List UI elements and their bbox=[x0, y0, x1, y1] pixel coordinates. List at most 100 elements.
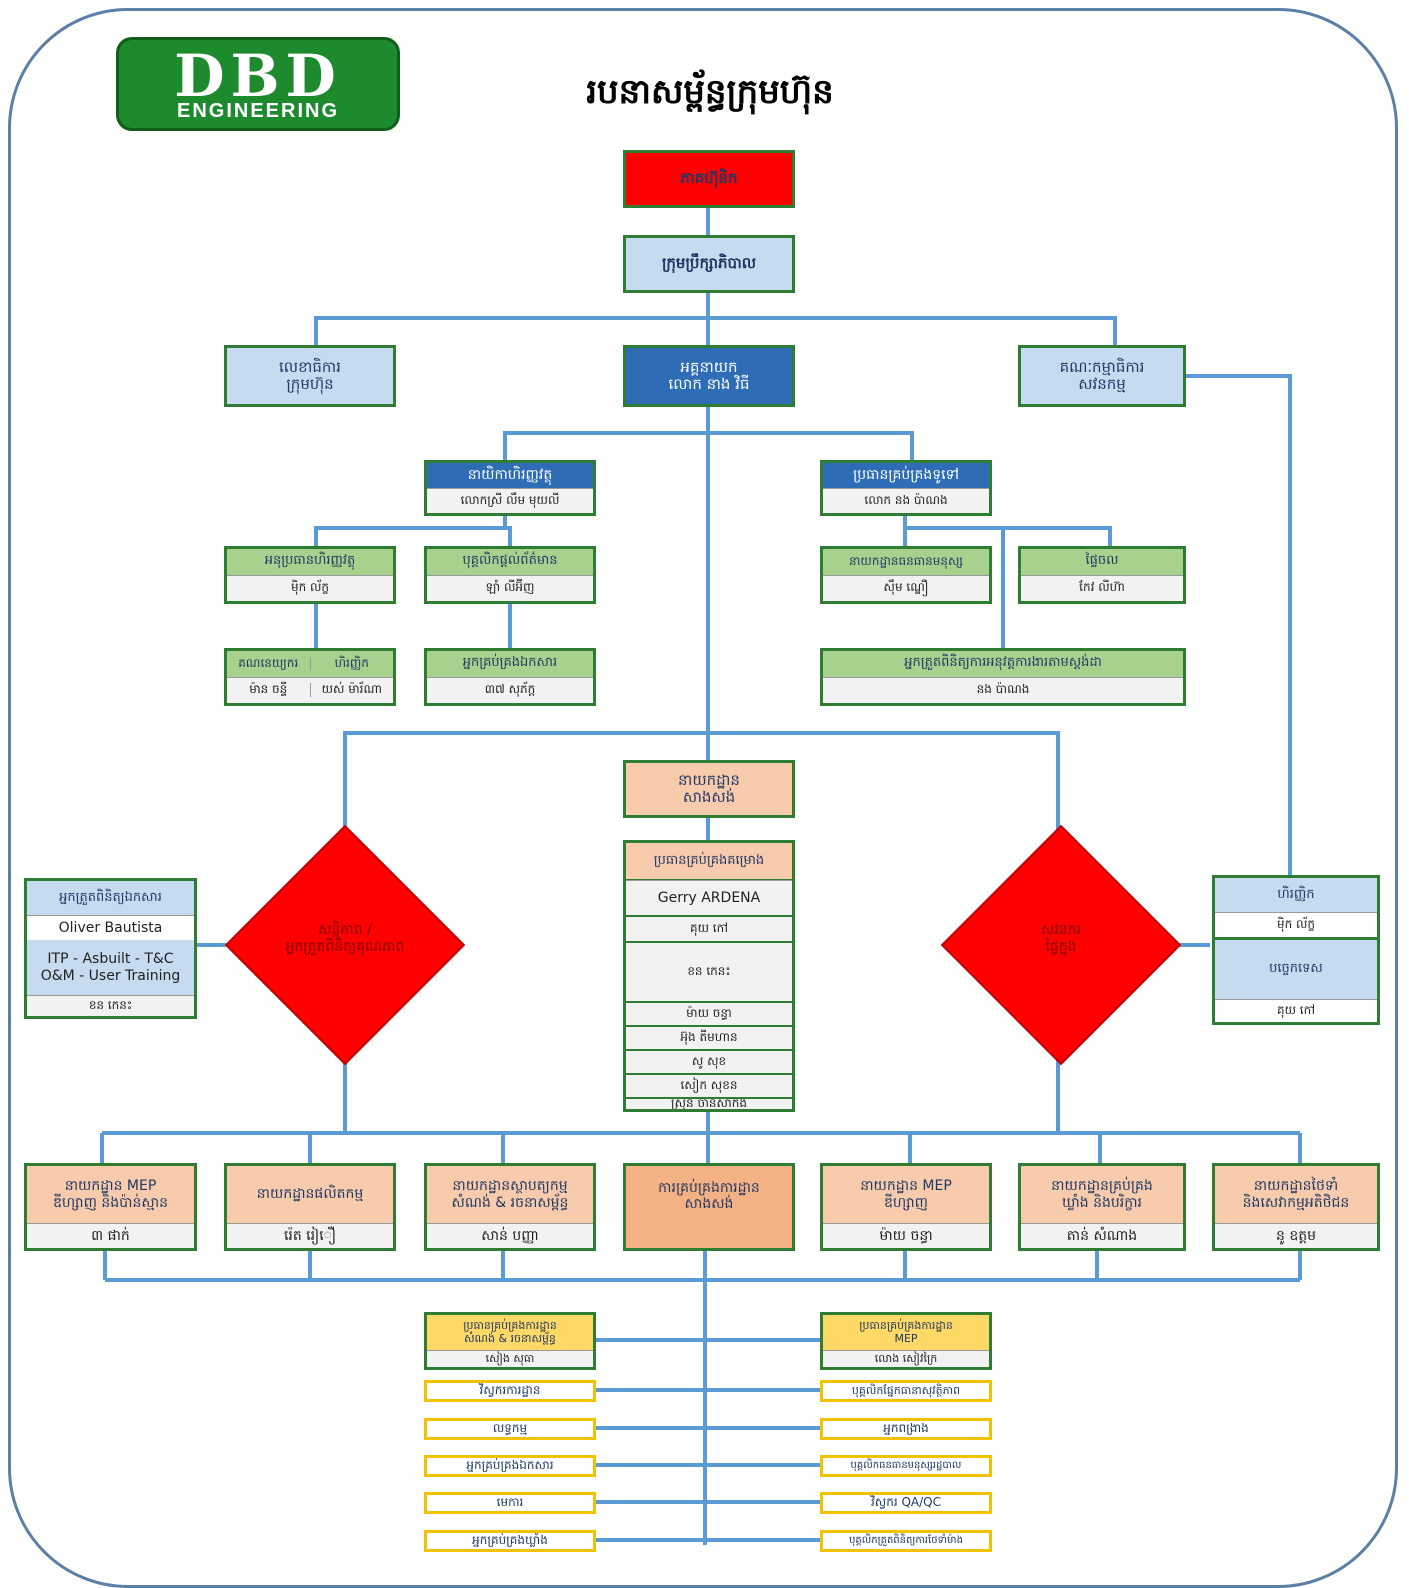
board-label: ក្រុមប្រឹក្សាភិបាល bbox=[661, 254, 757, 273]
dept-7-line-1: នាយកដ្ឋានថៃទាំ bbox=[1253, 1178, 1339, 1195]
dept-architecture-structure: នាយកដ្ឋានស្ថាបត្យកម្ម សំណង់ & រចនាសម្ព័ន… bbox=[424, 1163, 596, 1251]
inspector-name-2: ខន កេនះ bbox=[27, 995, 194, 1016]
audit-committee-line-2: សវនកម្ម bbox=[1078, 375, 1126, 393]
compliance-name: នង ប៉ាណង bbox=[823, 676, 1183, 703]
hr-title: នាយកដ្ឋានធនធានមនុស្ស bbox=[823, 549, 989, 575]
dept-maintenance-customer-service: នាយកដ្ឋានថៃទាំ និងសេវាកម្មអតិថិជន នូ ឧត្… bbox=[1212, 1163, 1380, 1251]
dept-2-title: នាយកដ្ឋានផលិតកម្ម bbox=[256, 1186, 364, 1203]
shareholder-label: ភាគហ៊ុនិក bbox=[680, 169, 738, 188]
audit-team-box: ហិរញ្ញិក ម៉ិក ល័ក្ខ បច្ចេកទេស គុយ កៅ bbox=[1212, 875, 1380, 1025]
construction-dept-line-2: សាងសង់ bbox=[682, 788, 736, 806]
inspector-title: អ្នកត្រួតពិនិត្យឯកសារ bbox=[59, 889, 162, 905]
inspector-name: Oliver Bautista bbox=[27, 915, 194, 940]
safety-quality-line-2: អ្នកត្រួតពិនិត្យគុណភាព bbox=[285, 938, 405, 955]
hr-box: នាយកដ្ឋានធនធានមនុស្ស ស៊ឹម ណ្ឌឿ bbox=[820, 546, 992, 604]
dept-4-line-2: សាងសង់ bbox=[684, 1196, 734, 1213]
site-left-head-name: សៀង សុធា bbox=[427, 1350, 593, 1367]
compliance-title: អ្នកត្រួតពិនិត្យការអនុវត្តការងារតាមស្តង់… bbox=[823, 651, 1183, 677]
site-left-head-box: ប្រធានគ្រប់គ្រងការដ្ឋាន សំណង់ & រចនាសម្ព… bbox=[424, 1312, 596, 1370]
treasurer-name: យស់ ម៉ារ័ណា bbox=[321, 682, 382, 697]
dept-3-person: សាន់ បញ្ញា bbox=[427, 1223, 593, 1248]
site-right-item-4-label: វិស្វករ QA/QC bbox=[871, 1495, 941, 1510]
pm-member-6: សៀក សុខន bbox=[626, 1073, 792, 1097]
site-right-item-5: បុគ្គលិកត្រួតពិនិត្យការថែទាំម៉ាង bbox=[820, 1530, 992, 1552]
director-box: អគ្គនាយក លោក នាង វិធី bbox=[623, 345, 795, 407]
site-right-item-1: បុគ្គលិកផ្នែកធានាសុវត្ថិភាព bbox=[820, 1380, 992, 1402]
site-left-head-line-1: ប្រធានគ្រប់គ្រងការដ្ឋាន bbox=[463, 1318, 557, 1332]
secretary-label: លេខាធិការ ក្រុមហ៊ុន bbox=[227, 348, 393, 404]
secretary-box: លេខាធិការ ក្រុមហ៊ុន bbox=[224, 345, 396, 407]
audit-committee-line-1: គណៈកម្មាធិការ bbox=[1059, 357, 1145, 376]
director-title: អគ្គនាយក bbox=[680, 357, 738, 376]
finance-deputy-box: អនុប្រធានហិរញ្ញវត្ថុ ម៉ិក ល័ក្ខ bbox=[224, 546, 396, 604]
accountant-name: ម៉ាន ចន្ទី bbox=[227, 683, 311, 698]
pm-member-1: គុយ កៅ bbox=[626, 915, 792, 941]
site-left-item-2-label: លទ្ធកម្ម bbox=[492, 1421, 528, 1436]
internal-audit-label: សវនករ ផ្ទៃក្នុង bbox=[946, 922, 1176, 956]
site-right-item-1-label: បុគ្គលិកផ្នែកធានាសុវត្ថិភាព bbox=[851, 1383, 961, 1397]
inspector-items: ITP - Asbuilt - T&C O&M - User Training bbox=[40, 951, 181, 984]
dept-1-line-2: ឌីហ្សាញ និងប៉ាន់ស្មាន bbox=[52, 1194, 169, 1211]
site-right-item-3: បុគ្គលិកធនធានមនុស្សរដ្ឋបាល bbox=[820, 1455, 992, 1477]
safety-quality-label: សន្តិភាព / អ្នកត្រួតពិនិត្យគុណភាព bbox=[230, 922, 460, 956]
finance-deputy-title: អនុប្រធានហិរញ្ញវត្ថុ bbox=[227, 549, 393, 575]
admin-head-title: ប្រធានគ្រប់គ្រងទូទៅ bbox=[823, 463, 989, 488]
internal-audit-line-1: សវនករ bbox=[1041, 922, 1081, 938]
secretary-line-2: ក្រុមហ៊ុន bbox=[286, 375, 334, 393]
site-right-head-line-2: MEP bbox=[894, 1331, 918, 1345]
accountant-label: គណនេយ្យករ bbox=[227, 656, 311, 671]
site-left-item-5-label: អ្នកគ្រប់គ្រងឃ្លាំង bbox=[472, 1533, 548, 1548]
site-left-item-4-label: មេការ bbox=[496, 1495, 524, 1510]
reception-name: កែវ លីហ៊ា bbox=[1021, 574, 1183, 601]
dept-1-line-1: នាយកដ្ឋាន MEP bbox=[64, 1178, 157, 1195]
dept-4-line-1: ការគ្រប់គ្រងការដ្ឋាន bbox=[658, 1180, 760, 1196]
audit-treasurer-name: ម៉ិក ល័ក្ខ bbox=[1215, 912, 1377, 937]
dept-4-title: ការគ្រប់គ្រងការដ្ឋាន សាងសង់ bbox=[626, 1166, 792, 1248]
compliance-box: អ្នកត្រួតពិនិត្យការអនុវត្តការងារតាមស្តង់… bbox=[820, 648, 1186, 706]
accounting-title-row: គណនេយ្យករ ហិរញ្ញិក bbox=[227, 651, 393, 677]
reception-box: ផ្ទៃចល កែវ លីហ៊ា bbox=[1018, 546, 1186, 604]
info-staff-name: ឡាំ លីអ៊ីញ bbox=[427, 574, 593, 601]
site-right-item-2-label: អ្នកពង្រាង bbox=[883, 1421, 929, 1436]
audit-committee-box: គណៈកម្មាធិការ សវនកម្ម bbox=[1018, 345, 1186, 407]
safety-quality-line-1: សន្តិភាព / bbox=[318, 922, 372, 938]
site-right-item-5-label: បុគ្គលិកត្រួតពិនិត្យការថែទាំម៉ាង bbox=[849, 1535, 963, 1547]
reception-title: ផ្ទៃចល bbox=[1021, 549, 1183, 575]
finance-head-name: លោកស្រី លឹម មុយលី bbox=[427, 487, 593, 513]
admin-head-box: ប្រធានគ្រប់គ្រងទូទៅ លោក នង ប៉ាណង bbox=[820, 460, 992, 516]
admin-head-name: លោក នង ប៉ាណង bbox=[823, 487, 989, 513]
dept-6-title: នាយកដ្ឋានគ្រប់គ្រង ឃ្លាំង និងបរិក្ខារ bbox=[1021, 1166, 1183, 1223]
pm-member-4: អ៊ុង តីមហាន bbox=[626, 1025, 792, 1049]
internal-audit-line-2: ផ្ទៃក្នុង bbox=[1045, 938, 1077, 955]
dept-6-person: តាន់ សំណាង bbox=[1021, 1223, 1183, 1248]
site-left-item-1: វិស្វករការដ្ឋាន bbox=[424, 1380, 596, 1402]
pm-member-7: ស្រ៊ុន ចាន់សាក់ង bbox=[626, 1097, 792, 1109]
dept-mep-design-estimate: នាយកដ្ឋាន MEP ឌីហ្សាញ និងប៉ាន់ស្មាន ៣ ផា… bbox=[24, 1163, 197, 1251]
logo-sub-text: ENGINEERING bbox=[176, 100, 340, 122]
dept-7-title: នាយកដ្ឋានថៃទាំ និងសេវាកម្មអតិថិជន bbox=[1215, 1166, 1377, 1223]
site-right-head-line-1: ប្រធានគ្រប់គ្រងការដ្ឋាន bbox=[859, 1318, 953, 1332]
doc-manager-box: អ្នកគ្រប់គ្រងឯកសារ ៣៧ សុភ័ក្ត bbox=[424, 648, 596, 706]
finance-head-title: នាយិកាហិរញ្ញវត្ថុ bbox=[427, 463, 593, 488]
dept-warehouse-equipment: នាយកដ្ឋានគ្រប់គ្រង ឃ្លាំង និងបរិក្ខារ តា… bbox=[1018, 1163, 1186, 1251]
site-left-item-5: អ្នកគ្រប់គ្រងឃ្លាំង bbox=[424, 1530, 596, 1552]
finance-deputy-name: ម៉ិក ល័ក្ខ bbox=[227, 574, 393, 601]
dept-5-person: ម៉ាយ ចន្ធា bbox=[823, 1223, 989, 1248]
accounting-name-row: ម៉ាន ចន្ទី យស់ ម៉ារ័ណា bbox=[227, 676, 393, 703]
page-title: របនាសម្ព័ន្ធក្រុមហ៊ុន bbox=[586, 72, 834, 112]
project-manager-box: ប្រធានគ្រប់គ្រងគម្រោង Gerry ARDENA គុយ ក… bbox=[623, 840, 795, 1112]
construction-dept-label: នាយកដ្ឋាន សាងសង់ bbox=[626, 763, 792, 815]
dept-5-title: នាយកដ្ឋាន MEP ឌីហ្សាញ bbox=[823, 1166, 989, 1223]
dept-7-person: នូ ឧត្តម bbox=[1215, 1223, 1377, 1248]
audit-committee-label: គណៈកម្មាធិការ សវនកម្ម bbox=[1021, 348, 1183, 404]
construction-dept-box: នាយកដ្ឋាន សាងសង់ bbox=[623, 760, 795, 818]
treasurer-label: ហិរញ្ញិក bbox=[334, 655, 369, 670]
director-label: អគ្គនាយក លោក នាង វិធី bbox=[626, 348, 792, 404]
dept-3-line-1: នាយកដ្ឋានស្ថាបត្យកម្ម bbox=[452, 1178, 568, 1195]
dept-6-line-1: នាយកដ្ឋានគ្រប់គ្រង bbox=[1051, 1178, 1153, 1195]
doc-manager-name: ៣៧ សុភ័ក្ត bbox=[427, 676, 593, 703]
logo-main-text: DBD bbox=[174, 42, 342, 110]
board-box: ក្រុមប្រឹក្សាភិបាល bbox=[623, 235, 795, 293]
company-logo: DBD ENGINEERING bbox=[116, 37, 400, 131]
finance-head-box: នាយិកាហិរញ្ញវត្ថុ លោកស្រី លឹម មុយលី bbox=[424, 460, 596, 516]
